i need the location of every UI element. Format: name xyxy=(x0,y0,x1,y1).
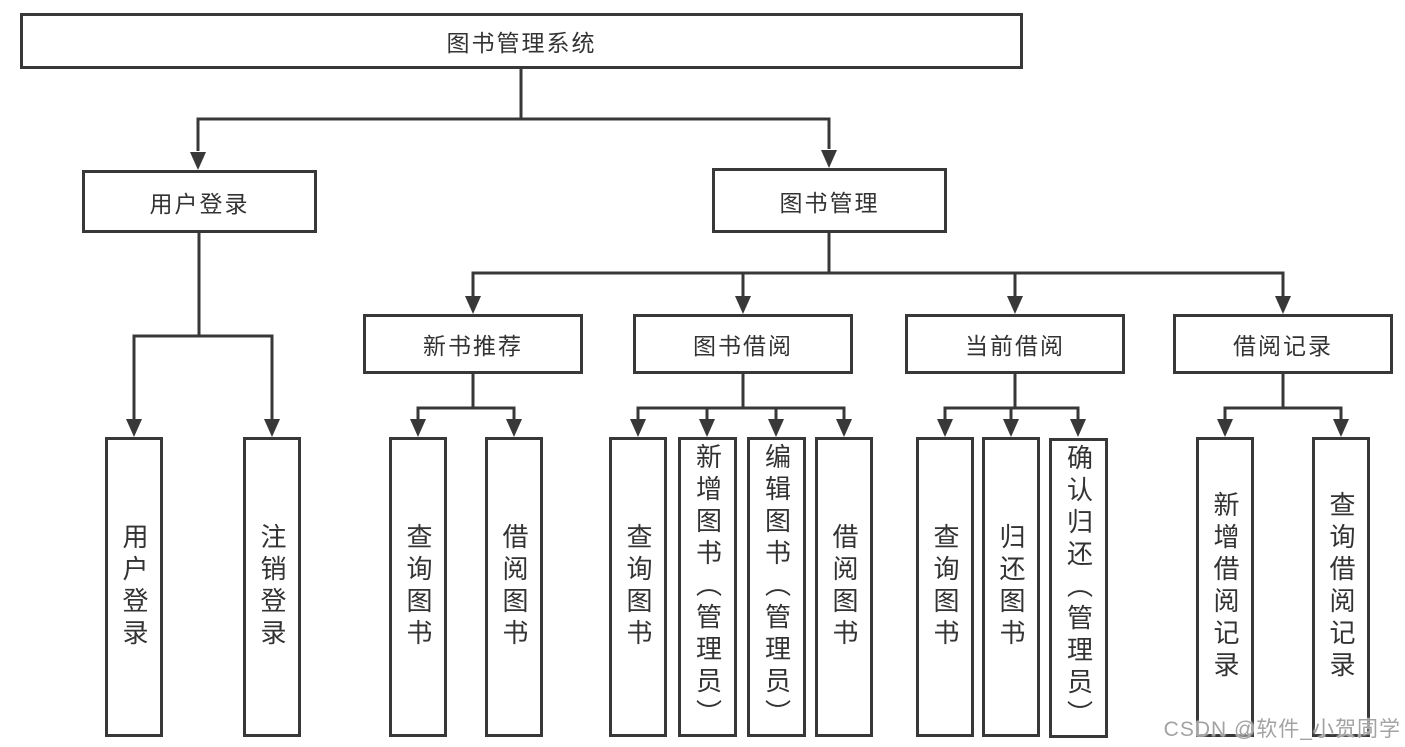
leaf-label: 新增借阅记录 xyxy=(1210,491,1240,683)
node-book-borrowing: 图书借阅 xyxy=(633,314,853,374)
node-borrowing-records: 借阅记录 xyxy=(1173,314,1393,374)
leaf-label: 注销登录 xyxy=(257,523,287,651)
leaf-label: 用户登录 xyxy=(119,523,149,651)
leaf-query-books-3: 查询图书 xyxy=(916,437,974,737)
node-label: 图书管理系统 xyxy=(446,30,597,56)
node-user-login: 用户登录 xyxy=(82,170,317,233)
leaf-borrow-books-1: 借阅图书 xyxy=(485,437,543,737)
leaf-label: 编辑图书（管理员） xyxy=(761,443,792,731)
leaf-add-book-admin: 新增图书（管理员） xyxy=(678,437,737,737)
leaf-confirm-return-admin: 确认归还（管理员） xyxy=(1049,438,1108,738)
node-label: 图书管理 xyxy=(779,189,880,216)
arrowheads xyxy=(126,150,1349,437)
node-new-book-recommendation: 新书推荐 xyxy=(363,314,583,374)
leaf-query-books-2: 查询图书 xyxy=(609,437,667,737)
leaf-label: 借阅图书 xyxy=(499,523,529,651)
node-label: 新书推荐 xyxy=(423,333,523,359)
leaf-user-login: 用户登录 xyxy=(105,437,163,737)
watermark: CSDN @软件_小贺同学 xyxy=(1163,718,1401,741)
leaf-add-borrow-record: 新增借阅记录 xyxy=(1196,437,1254,737)
node-label: 图书借阅 xyxy=(693,333,793,359)
leaf-label: 查询图书 xyxy=(623,523,653,651)
leaf-label: 查询借阅记录 xyxy=(1326,491,1356,683)
leaf-query-borrow-record: 查询借阅记录 xyxy=(1312,437,1370,737)
leaf-label: 查询图书 xyxy=(403,523,433,651)
leaf-logout: 注销登录 xyxy=(243,437,301,737)
leaf-label: 新增图书（管理员） xyxy=(692,443,723,731)
node-label: 当前借阅 xyxy=(965,333,1065,359)
leaf-query-books-1: 查询图书 xyxy=(389,437,447,737)
node-book-management: 图书管理 xyxy=(712,168,947,233)
leaf-return-books: 归还图书 xyxy=(982,437,1040,737)
node-current-borrowing: 当前借阅 xyxy=(905,314,1125,374)
leaf-borrow-books-2: 借阅图书 xyxy=(815,437,873,737)
leaf-label: 借阅图书 xyxy=(829,523,859,651)
connector-paths xyxy=(132,69,1343,420)
node-library-management-system: 图书管理系统 xyxy=(20,13,1023,69)
node-label: 借阅记录 xyxy=(1233,333,1333,359)
leaf-label: 确认归还（管理员） xyxy=(1063,444,1094,732)
leaf-label: 归还图书 xyxy=(996,523,1026,651)
leaf-label: 查询图书 xyxy=(930,523,960,651)
leaf-edit-book-admin: 编辑图书（管理员） xyxy=(747,437,806,737)
node-label: 用户登录 xyxy=(149,190,250,217)
